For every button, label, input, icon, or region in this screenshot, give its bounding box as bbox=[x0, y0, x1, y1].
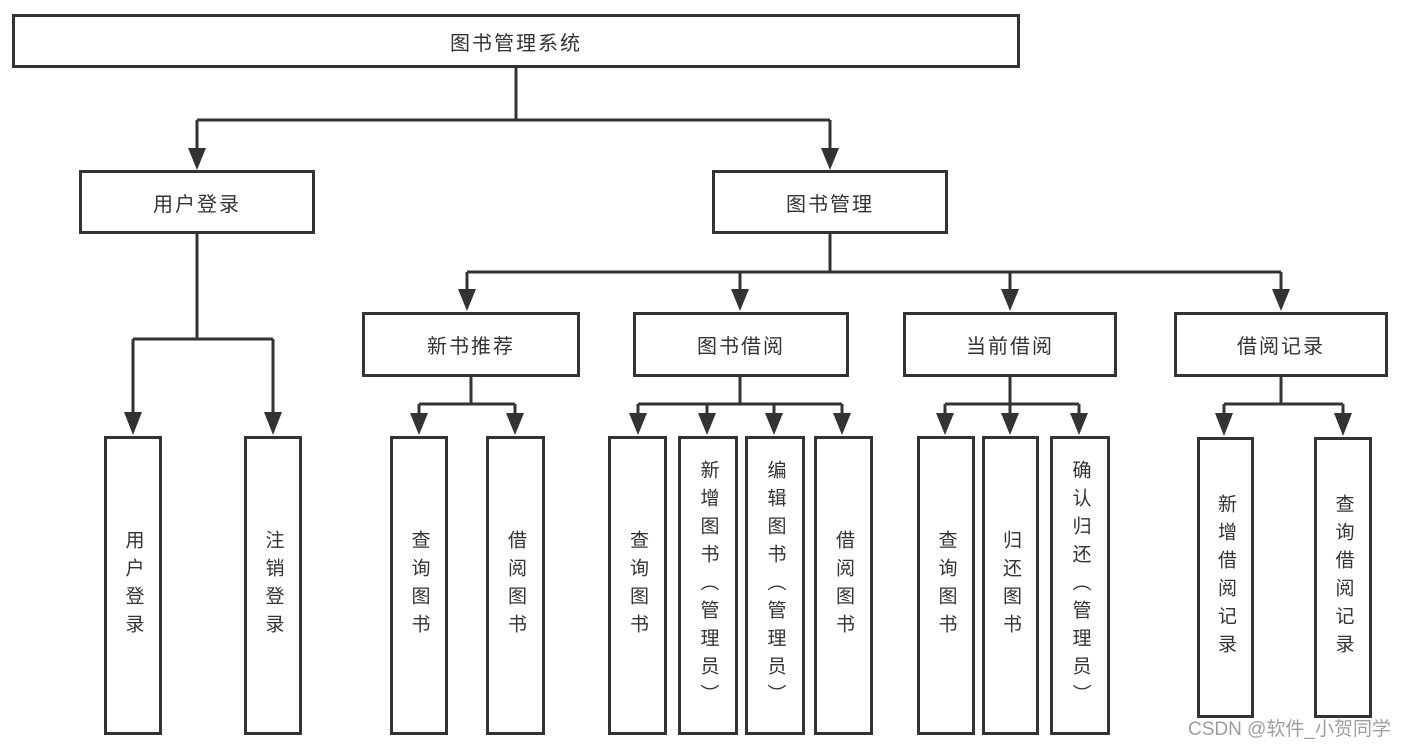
node-label: 新书推荐 bbox=[427, 336, 515, 358]
node-borrow-records: 借阅记录 bbox=[1174, 312, 1388, 377]
arrowhead-icon bbox=[506, 413, 524, 435]
node-leaf-br-query-record: 查询借阅记录 bbox=[1314, 437, 1372, 718]
node-leaf-nb-query-books: 查询图书 bbox=[390, 436, 448, 735]
arrowhead-icon bbox=[1001, 413, 1019, 435]
arrowhead-icon bbox=[698, 413, 716, 435]
arrowhead-icon bbox=[731, 289, 749, 311]
arrowhead-icon bbox=[124, 412, 142, 435]
node-leaf-cb-confirm-return-admin: 确认归还（管理员） bbox=[1050, 436, 1110, 735]
arrowhead-icon bbox=[629, 413, 647, 435]
arrowhead-icon bbox=[264, 412, 282, 435]
arrowhead-icon bbox=[458, 289, 476, 311]
node-label: 用户登录 bbox=[153, 193, 241, 216]
arrowhead-icon bbox=[1001, 289, 1019, 311]
arrowhead-icon bbox=[833, 413, 851, 435]
arrowhead-icon bbox=[1215, 413, 1233, 436]
arrowhead-icon bbox=[410, 413, 428, 435]
node-user-login-branch: 用户登录 bbox=[79, 170, 315, 234]
node-label: 借阅记录 bbox=[1237, 336, 1325, 358]
node-label: 确认归还（管理员） bbox=[1069, 459, 1091, 712]
node-label: 借阅图书 bbox=[833, 529, 854, 642]
node-leaf-bb-add-books-admin: 新增图书（管理员） bbox=[678, 436, 738, 735]
node-label: 图书管理系统 bbox=[450, 32, 582, 55]
node-label: 新增借阅记录 bbox=[1215, 493, 1236, 662]
node-leaf-br-add-record: 新增借阅记录 bbox=[1197, 437, 1254, 718]
node-label: 注销登录 bbox=[262, 529, 284, 642]
node-leaf-cb-query-books: 查询图书 bbox=[917, 436, 975, 735]
node-leaf-nb-borrow-books: 借阅图书 bbox=[486, 436, 545, 735]
arrowhead-icon bbox=[821, 148, 839, 170]
node-label: 查询图书 bbox=[627, 529, 648, 642]
node-label: 归还图书 bbox=[1000, 529, 1021, 642]
node-label: 查询图书 bbox=[935, 529, 957, 642]
node-leaf-logout: 注销登录 bbox=[244, 436, 302, 735]
arrowhead-icon bbox=[936, 413, 954, 435]
node-label: 查询借阅记录 bbox=[1332, 493, 1354, 662]
node-new-book-rec: 新书推荐 bbox=[362, 312, 580, 377]
node-leaf-bb-edit-books-admin: 编辑图书（管理员） bbox=[745, 436, 805, 735]
arrowhead-icon bbox=[188, 148, 206, 170]
arrowhead-icon bbox=[1070, 413, 1088, 435]
arrowhead-icon bbox=[765, 413, 783, 435]
arrowhead-icon bbox=[1272, 289, 1290, 311]
node-current-borrow: 当前借阅 bbox=[903, 312, 1117, 377]
node-leaf-user-login: 用户登录 bbox=[104, 436, 162, 735]
node-book-borrow: 图书借阅 bbox=[633, 312, 849, 377]
node-label: 查询图书 bbox=[408, 529, 430, 642]
node-label: 用户登录 bbox=[122, 529, 144, 642]
node-leaf-cb-return-books: 归还图书 bbox=[982, 436, 1039, 735]
node-book-mgmt-branch: 图书管理 bbox=[712, 170, 948, 234]
node-label: 新增图书（管理员） bbox=[697, 459, 719, 712]
node-label: 图书管理 bbox=[786, 193, 874, 216]
node-system-root: 图书管理系统 bbox=[12, 14, 1020, 68]
node-label: 编辑图书（管理员） bbox=[764, 459, 786, 712]
node-leaf-bb-borrow-books: 借阅图书 bbox=[814, 436, 873, 735]
node-leaf-bb-query-books: 查询图书 bbox=[608, 436, 667, 735]
csdn-watermark: CSDN @软件_小贺同学 bbox=[1188, 719, 1391, 740]
node-label: 借阅图书 bbox=[505, 529, 526, 642]
node-label: 图书借阅 bbox=[697, 336, 785, 358]
arrowhead-icon bbox=[1334, 413, 1352, 436]
node-label: 当前借阅 bbox=[966, 336, 1054, 358]
